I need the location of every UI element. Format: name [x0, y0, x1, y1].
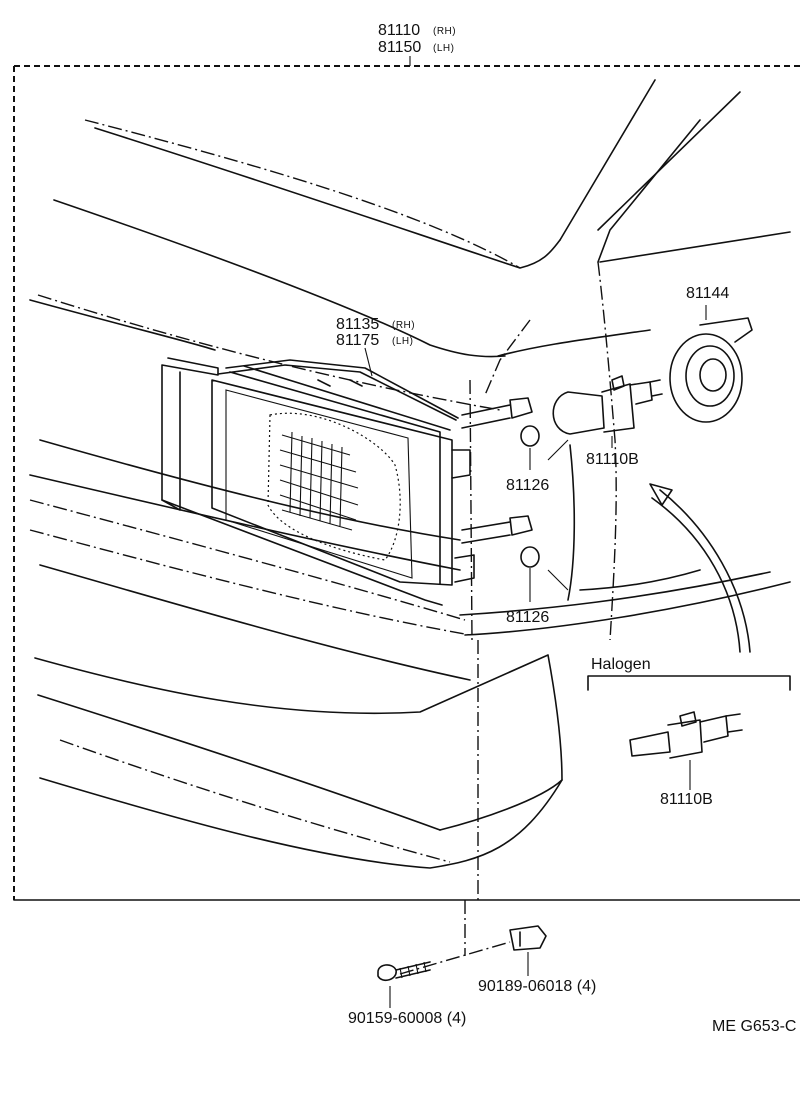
socket-cover: [669, 305, 753, 423]
label-assembly-rh: 81110: [378, 22, 420, 39]
assembly-boundary: [13, 56, 800, 901]
label-clip-part: 90189-06018 (4): [478, 978, 596, 995]
label-adjuster-upper: 81126: [506, 477, 549, 494]
label-adjuster-lower: 81126: [506, 609, 549, 626]
headlamp-unit: [161, 357, 475, 606]
label-assembly-lh: 81150: [378, 39, 421, 56]
car-body-outline: [29, 79, 791, 900]
label-unit-lh-side: (LH): [392, 336, 413, 347]
label-unit-rh: 81135: [336, 316, 379, 333]
label-screw-part: 90159-60008 (4): [348, 1010, 466, 1027]
label-figure-code: ME G653-C: [712, 1018, 796, 1035]
label-halogen: Halogen: [591, 656, 651, 673]
label-socket: 81144: [686, 285, 729, 302]
adjuster-screws: [461, 397, 576, 601]
label-assembly-rh-side: (RH): [433, 26, 456, 37]
halogen-arrow: [649, 483, 751, 653]
label-bulb: 81110B: [586, 451, 639, 468]
label-halogen-bulb: 81110B: [660, 791, 713, 808]
fasteners: [377, 900, 547, 1008]
halogen-bulb: [629, 711, 743, 790]
label-unit-rh-side: (RH): [392, 320, 415, 331]
halogen-bracket: [587, 675, 791, 691]
leader-lines: [364, 347, 531, 602]
headlamp-bulb: [552, 375, 663, 448]
label-unit-lh: 81175: [336, 332, 379, 349]
lens-pattern: [279, 431, 359, 531]
label-assembly-lh-side: (LH): [433, 43, 454, 54]
